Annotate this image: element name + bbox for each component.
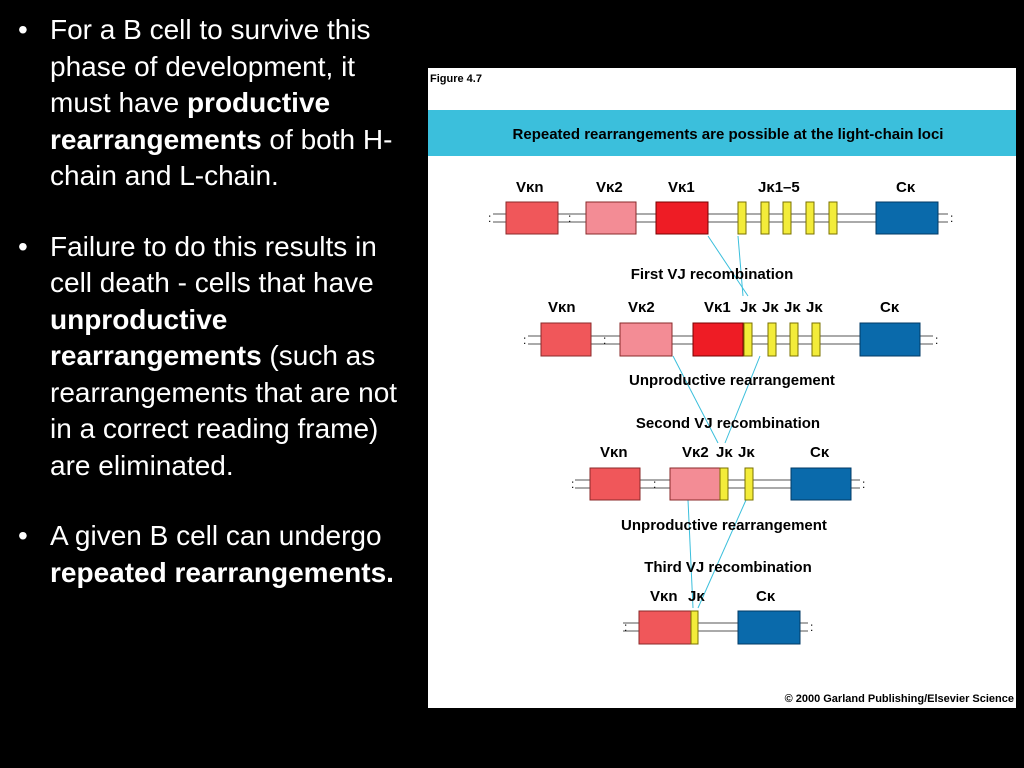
rearrangement-diagram: Figure 4.7 Repeated rearrangements are p… [428, 73, 1016, 705]
jk-label: Jκ [740, 299, 757, 316]
banner-title: Repeated rearrangements are possible at … [513, 126, 944, 143]
svg-text::: : [950, 211, 953, 225]
svg-text::: : [653, 477, 656, 491]
jk-label: Jκ [784, 299, 801, 316]
svg-text::: : [624, 620, 627, 634]
svg-text::: : [568, 211, 571, 225]
figure-label: Figure 4.7 [430, 73, 482, 85]
vk2-segment [619, 322, 673, 357]
copyright: © 2000 Garland Publishing/Elsevier Scien… [785, 693, 1014, 705]
step-unproductive-1: Unproductive rearrangement [629, 372, 835, 389]
jk-segments [719, 467, 754, 501]
ck-segment [875, 201, 939, 235]
ck-label: Cκ [896, 179, 916, 196]
figure-panel: Figure 4.7 Repeated rearrangements are p… [428, 68, 1016, 708]
ck-label: Cκ [810, 444, 830, 461]
bullet-text: of both H-chain and L-chain. [50, 123, 393, 192]
vk2-segment [669, 467, 721, 501]
svg-text::: : [488, 211, 491, 225]
jk-label: Jκ [688, 588, 705, 605]
vkn-segment [589, 467, 641, 501]
locus-row-first: : : : Vκn Vκ2 Vκ1 Jκ Jκ Jκ Jκ Cκ [523, 299, 938, 357]
bullet-text: (such as rearrangements that are not in … [50, 340, 398, 481]
bullet-item: For a B cell to survive this phase of de… [14, 12, 418, 195]
vk1-label: Vκ1 [704, 299, 731, 316]
bullet-text: A given B cell can undergo [50, 520, 382, 551]
vk1-segment [655, 201, 709, 235]
svg-text::: : [810, 620, 813, 634]
vkn-segment [638, 610, 692, 645]
vk1-segment [692, 322, 744, 357]
bullet-item: A given B cell can undergo repeated rear… [14, 518, 418, 591]
ck-segment [859, 322, 921, 357]
vkn-segment [505, 201, 559, 235]
jk-label: Jκ [716, 444, 733, 461]
bullet-text: Failure to do this results in cell death… [50, 230, 377, 299]
bullet-emphasis: productive rearrangements [50, 87, 331, 155]
jk-label: Jκ [738, 444, 755, 461]
jk-segment [690, 610, 699, 645]
vkn-label: Vκn [516, 179, 544, 196]
vk2-segment [585, 201, 637, 235]
ck-label: Cκ [880, 299, 900, 316]
vkn-label: Vκn [600, 444, 628, 461]
svg-text::: : [523, 333, 526, 347]
vkn-segment [540, 322, 592, 357]
bullet-text: For a B cell to survive this phase of de… [50, 14, 371, 118]
locus-row-germline: : : : Vκn Vκ2 Vκ1 Jκ1–5 Cκ [488, 179, 953, 235]
vk2-label: Vκ2 [682, 444, 709, 461]
step-unproductive-2: Unproductive rearrangement [621, 517, 827, 534]
ck-label: Cκ [756, 588, 776, 605]
bullet-emphasis: repeated rearrangements. [50, 556, 394, 588]
jk-segments [737, 201, 838, 235]
vkn-label: Vκn [548, 299, 576, 316]
svg-text::: : [603, 333, 606, 347]
jk-segments [743, 322, 821, 357]
svg-text::: : [935, 333, 938, 347]
vk1-label: Vκ1 [668, 179, 695, 196]
ck-segment [737, 610, 801, 645]
step-first: First VJ recombination [631, 266, 794, 283]
bullet-emphasis: unproductive rearrangements [50, 303, 262, 372]
svg-text::: : [862, 477, 865, 491]
locus-row-third: : : Vκn Jκ Cκ [623, 588, 813, 645]
banner [428, 110, 1016, 156]
ck-segment [790, 467, 852, 501]
step-second: Second VJ recombination [636, 415, 820, 432]
bullet-item: Failure to do this results in cell death… [14, 229, 418, 485]
vk2-label: Vκ2 [596, 179, 623, 196]
vkn-label: Vκn [650, 588, 678, 605]
jk-label: Jκ [806, 299, 823, 316]
step-third: Third VJ recombination [644, 559, 812, 576]
locus-row-second: : : : Vκn Vκ2 Jκ Jκ Cκ [571, 444, 865, 501]
jk-label: Jκ [762, 299, 779, 316]
svg-text::: : [571, 477, 574, 491]
bullet-list: For a B cell to survive this phase of de… [14, 12, 418, 625]
connector-lines [672, 235, 761, 609]
vk2-label: Vκ2 [628, 299, 655, 316]
jk15-label: Jκ1–5 [758, 179, 800, 196]
